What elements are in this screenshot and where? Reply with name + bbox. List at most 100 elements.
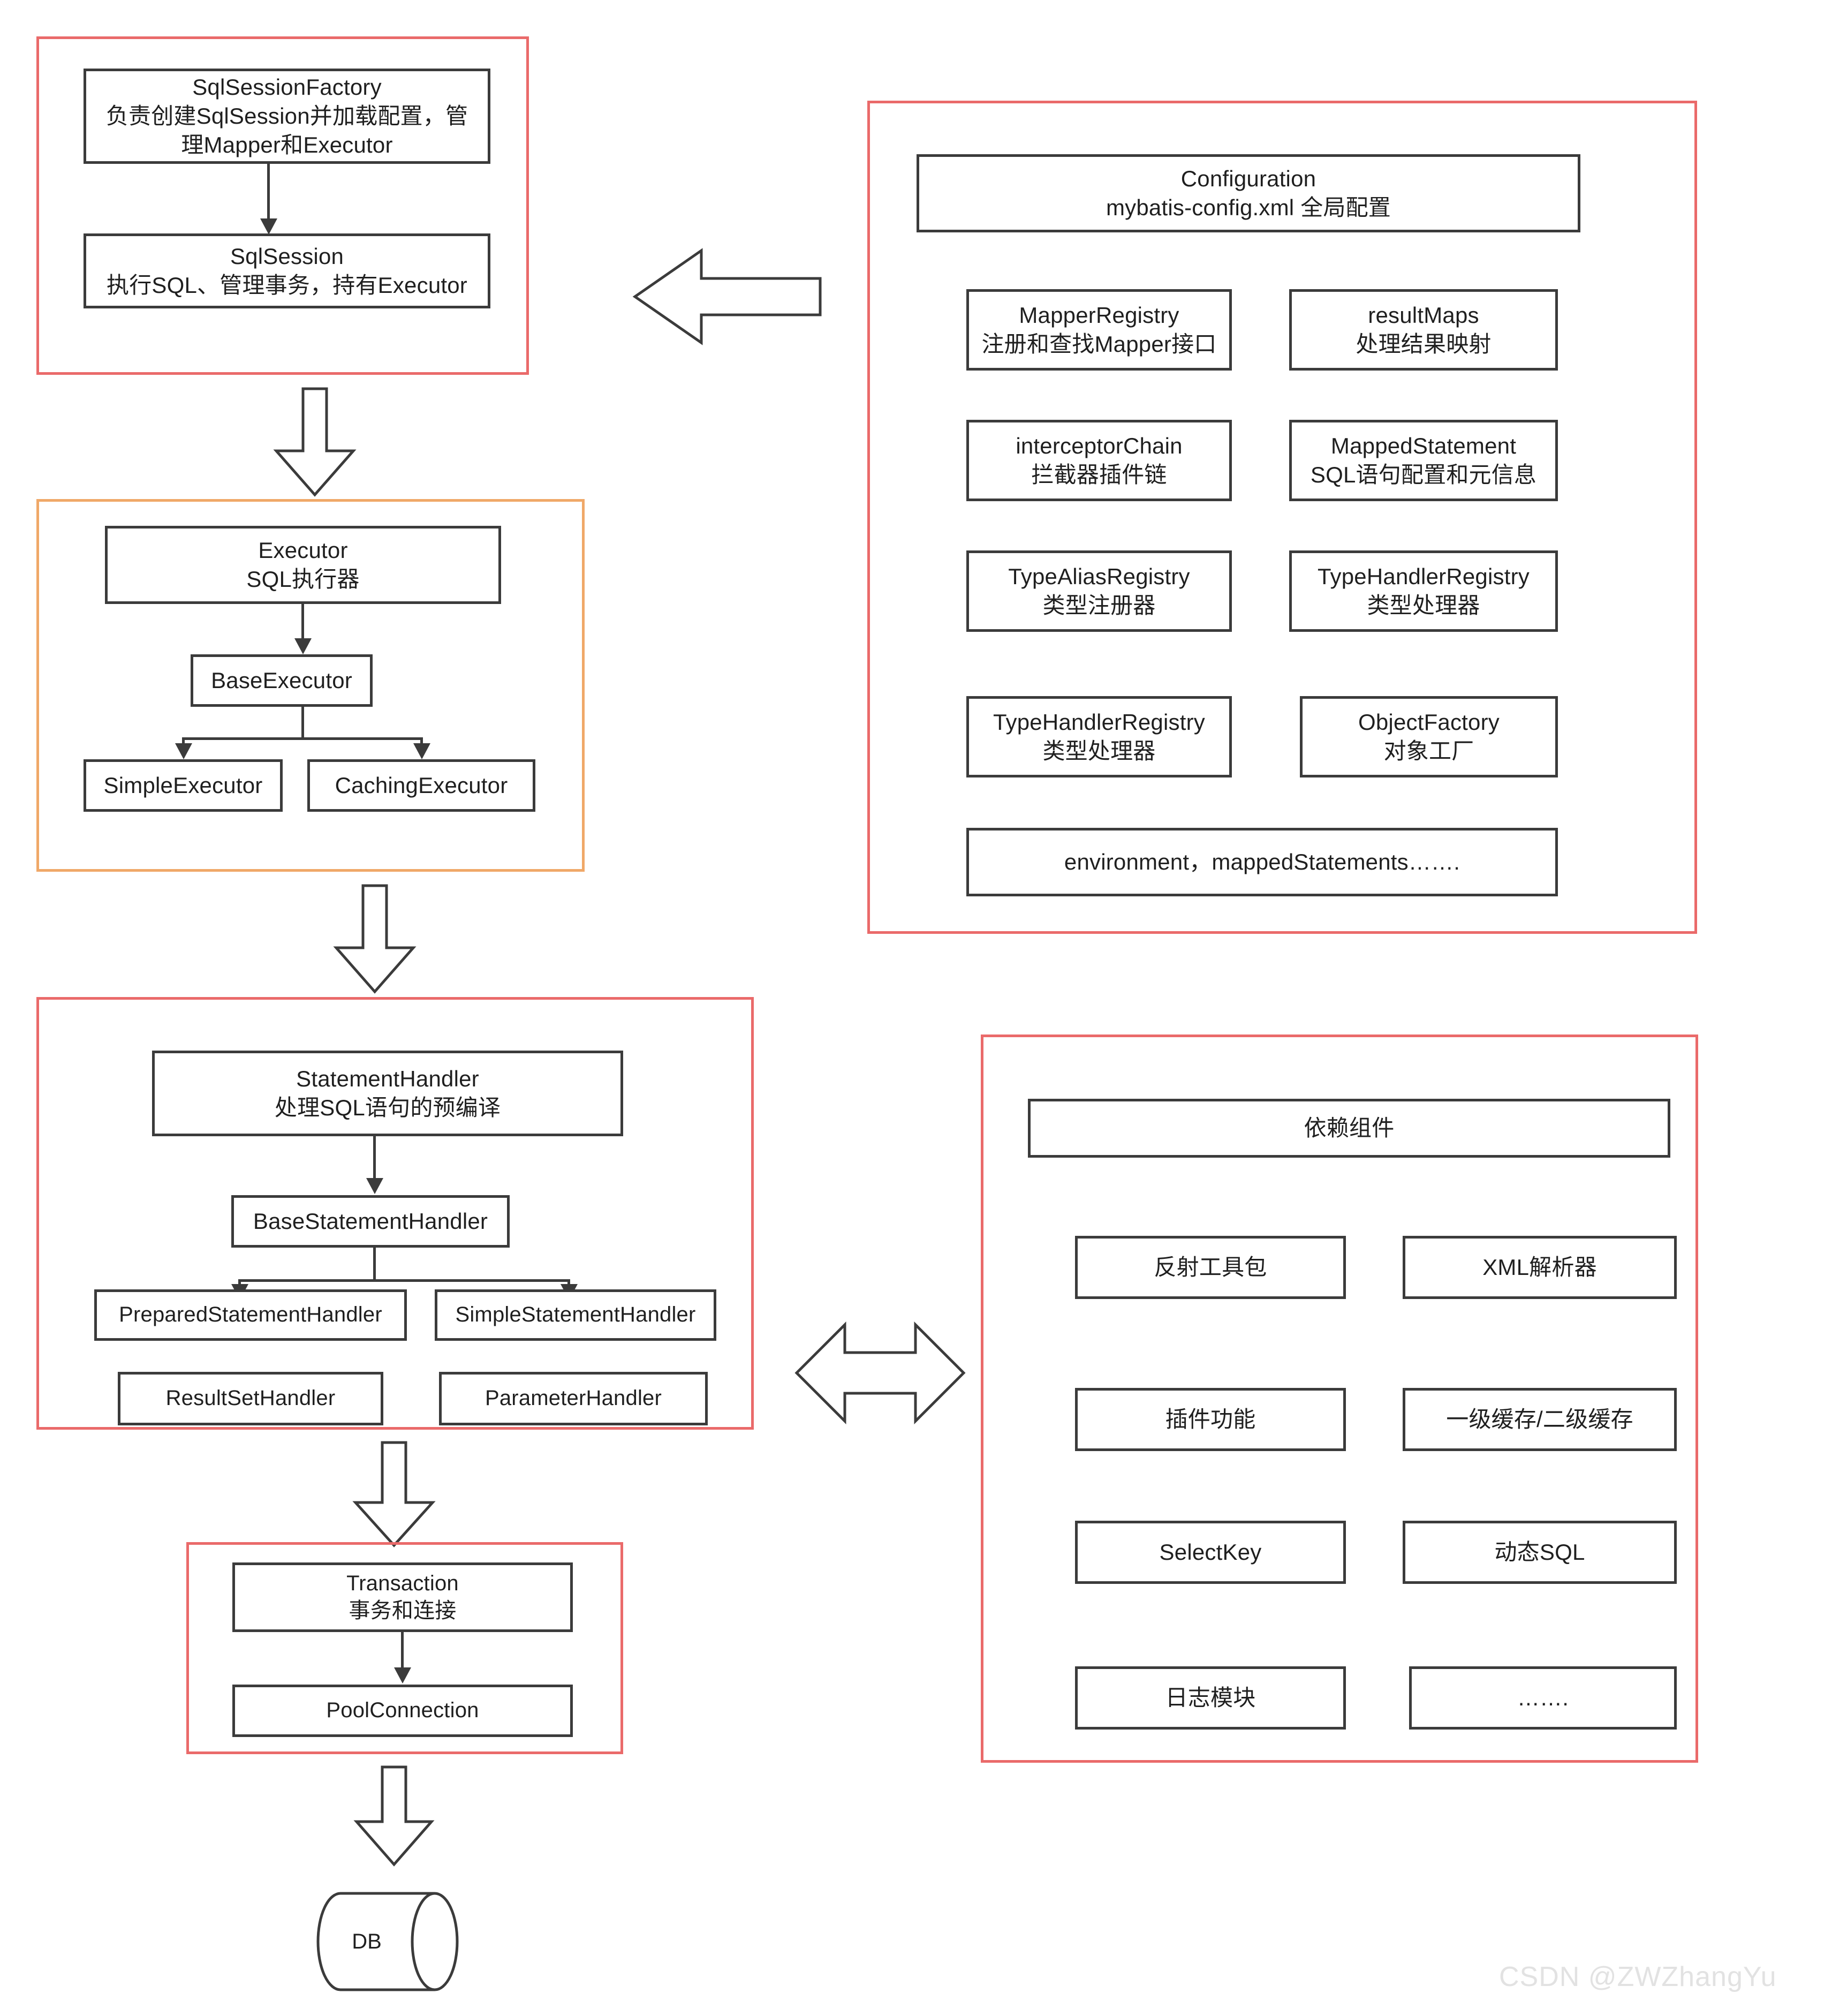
block-arrow-executor-to-statement bbox=[332, 884, 418, 995]
connector-factory-to-session bbox=[267, 164, 270, 224]
watermark-csdn: CSDN @ZWZhangYu bbox=[1499, 1961, 1777, 1992]
node-type-handler-registry-1[interactable]: TypeHandlerRegistry 类型处理器 bbox=[1289, 550, 1558, 632]
node-xml-parser[interactable]: XML解析器 bbox=[1403, 1236, 1677, 1299]
node-title: CachingExecutor bbox=[335, 773, 508, 798]
node-title: SimpleExecutor bbox=[103, 773, 263, 798]
node-pool-connection[interactable]: PoolConnection bbox=[232, 1685, 573, 1737]
node-title: TypeHandlerRegistry bbox=[993, 709, 1205, 735]
group-panel-executor bbox=[36, 499, 585, 872]
node-title: MapperRegistry bbox=[1019, 303, 1179, 328]
node-title: interceptorChain bbox=[1016, 433, 1183, 459]
node-desc: 类型注册器 bbox=[1042, 593, 1156, 618]
node-title: MappedStatement bbox=[1330, 433, 1517, 459]
node-title: ParameterHandler bbox=[485, 1386, 662, 1410]
node-base-statement-handler[interactable]: BaseStatementHandler bbox=[231, 1195, 510, 1248]
arrowhead-factory-to-session bbox=[260, 218, 277, 235]
node-title: SqlSessionFactory bbox=[192, 74, 382, 100]
connector-executor-to-base bbox=[301, 604, 304, 646]
node-title: 日志模块 bbox=[1165, 1685, 1256, 1711]
node-statement-handler[interactable]: StatementHandler 处理SQL语句的预编译 bbox=[152, 1051, 623, 1136]
arrowhead-executor-to-base bbox=[294, 638, 312, 654]
node-desc: 注册和查找Mapper接口 bbox=[981, 331, 1217, 357]
node-type-alias-registry[interactable]: TypeAliasRegistry 类型注册器 bbox=[966, 550, 1232, 632]
node-interceptor-chain[interactable]: interceptorChain 拦截器插件链 bbox=[966, 420, 1232, 501]
connector-base-to-simple-statement bbox=[567, 1279, 570, 1287]
node-desc: SQL执行器 bbox=[246, 567, 360, 592]
node-dependency-header[interactable]: 依赖组件 bbox=[1028, 1099, 1670, 1158]
node-title: TypeHandlerRegistry bbox=[1318, 564, 1530, 590]
node-desc: 拦截器插件链 bbox=[1031, 462, 1167, 487]
node-simple-statement-handler[interactable]: SimpleStatementHandler bbox=[435, 1289, 716, 1341]
arrowhead-base-to-caching bbox=[413, 743, 430, 759]
node-mapper-registry[interactable]: MapperRegistry 注册和查找Mapper接口 bbox=[966, 289, 1232, 371]
node-title: 一级缓存/二级缓存 bbox=[1446, 1407, 1633, 1432]
node-result-maps[interactable]: resultMaps 处理结果映射 bbox=[1289, 289, 1558, 371]
block-arrow-statement-to-transaction bbox=[351, 1440, 437, 1547]
node-parameter-handler[interactable]: ParameterHandler bbox=[439, 1372, 708, 1425]
node-base-executor[interactable]: BaseExecutor bbox=[191, 654, 373, 707]
connector-statement-to-base bbox=[373, 1136, 376, 1186]
node-title: PoolConnection bbox=[326, 1698, 479, 1723]
node-cache-levels[interactable]: 一级缓存/二级缓存 bbox=[1403, 1388, 1677, 1451]
node-dynamic-sql[interactable]: 动态SQL bbox=[1403, 1521, 1677, 1584]
node-sql-session[interactable]: SqlSession 执行SQL、管理事务，持有Executor bbox=[84, 233, 490, 308]
connector-base-executor-stem bbox=[301, 707, 304, 739]
node-transaction[interactable]: Transaction 事务和连接 bbox=[232, 1562, 573, 1632]
node-type-handler-registry-2[interactable]: TypeHandlerRegistry 类型处理器 bbox=[966, 696, 1232, 777]
node-title: SelectKey bbox=[1159, 1539, 1262, 1565]
node-sql-session-factory[interactable]: SqlSessionFactory 负责创建SqlSession并加载配置，管 … bbox=[84, 69, 490, 164]
node-logging-module[interactable]: 日志模块 bbox=[1075, 1666, 1346, 1730]
node-desc: 类型处理器 bbox=[1367, 593, 1480, 618]
node-simple-executor[interactable]: SimpleExecutor bbox=[84, 759, 283, 812]
node-more-components[interactable]: ……. bbox=[1409, 1666, 1677, 1730]
node-executor[interactable]: Executor SQL执行器 bbox=[105, 526, 501, 604]
block-arrow-transaction-to-db bbox=[353, 1765, 435, 1867]
node-select-key[interactable]: SelectKey bbox=[1075, 1521, 1346, 1584]
connector-base-executor-bus bbox=[182, 737, 423, 740]
group-panel-session bbox=[36, 36, 529, 375]
node-plugin-feature[interactable]: 插件功能 bbox=[1075, 1388, 1346, 1451]
connector-base-to-caching bbox=[420, 737, 423, 746]
node-caching-executor[interactable]: CachingExecutor bbox=[307, 759, 535, 812]
node-configuration-footer[interactable]: environment，mappedStatements……. bbox=[966, 828, 1558, 896]
node-title: Transaction bbox=[346, 1571, 459, 1595]
node-title: SqlSession bbox=[230, 244, 344, 269]
node-title: Configuration bbox=[1180, 166, 1316, 192]
arrowhead-transaction-to-pool bbox=[394, 1667, 411, 1683]
node-title: resultMaps bbox=[1368, 303, 1479, 328]
node-result-set-handler[interactable]: ResultSetHandler bbox=[118, 1372, 383, 1425]
node-title: 插件功能 bbox=[1165, 1407, 1256, 1432]
arrowhead-base-to-simple bbox=[175, 743, 192, 759]
database-label: DB bbox=[352, 1930, 382, 1953]
node-mapped-statement[interactable]: MappedStatement SQL语句配置和元信息 bbox=[1289, 420, 1558, 501]
group-panel-dependency bbox=[981, 1035, 1698, 1763]
node-desc: 处理结果映射 bbox=[1356, 331, 1492, 357]
node-title: 动态SQL bbox=[1494, 1539, 1585, 1565]
node-title: ResultSetHandler bbox=[165, 1386, 336, 1410]
node-prepared-statement-handler[interactable]: PreparedStatementHandler bbox=[94, 1289, 407, 1341]
node-desc: 类型处理器 bbox=[1042, 738, 1156, 764]
node-title: Executor bbox=[258, 538, 348, 563]
node-desc: mybatis-config.xml 全局配置 bbox=[1106, 195, 1391, 220]
group-panel-configuration bbox=[867, 101, 1697, 934]
node-title: TypeAliasRegistry bbox=[1008, 564, 1190, 590]
node-title: 反射工具包 bbox=[1154, 1255, 1267, 1280]
node-desc: 事务和连接 bbox=[349, 1599, 457, 1622]
block-arrow-session-to-executor bbox=[272, 387, 358, 498]
node-desc-line1: 负责创建SqlSession并加载配置，管 bbox=[105, 103, 468, 129]
node-reflection-toolkit[interactable]: 反射工具包 bbox=[1075, 1236, 1346, 1299]
node-desc-line2: 理Mapper和Executor bbox=[181, 132, 393, 157]
node-title: XML解析器 bbox=[1482, 1255, 1597, 1280]
node-desc: SQL语句配置和元信息 bbox=[1310, 462, 1537, 487]
node-object-factory[interactable]: ObjectFactory 对象工厂 bbox=[1300, 696, 1558, 777]
node-desc: 对象工厂 bbox=[1383, 738, 1474, 764]
node-configuration-header[interactable]: Configuration mybatis-config.xml 全局配置 bbox=[917, 154, 1580, 232]
node-title: BaseStatementHandler bbox=[253, 1209, 488, 1234]
connector-base-statement-bus bbox=[238, 1279, 570, 1282]
arrowhead-statement-to-base bbox=[366, 1178, 383, 1194]
block-arrow-config-to-session bbox=[632, 236, 822, 353]
node-title: environment，mappedStatements……. bbox=[1064, 849, 1460, 875]
block-arrow-statement-to-dependency bbox=[793, 1322, 967, 1424]
node-title: ObjectFactory bbox=[1358, 709, 1500, 735]
